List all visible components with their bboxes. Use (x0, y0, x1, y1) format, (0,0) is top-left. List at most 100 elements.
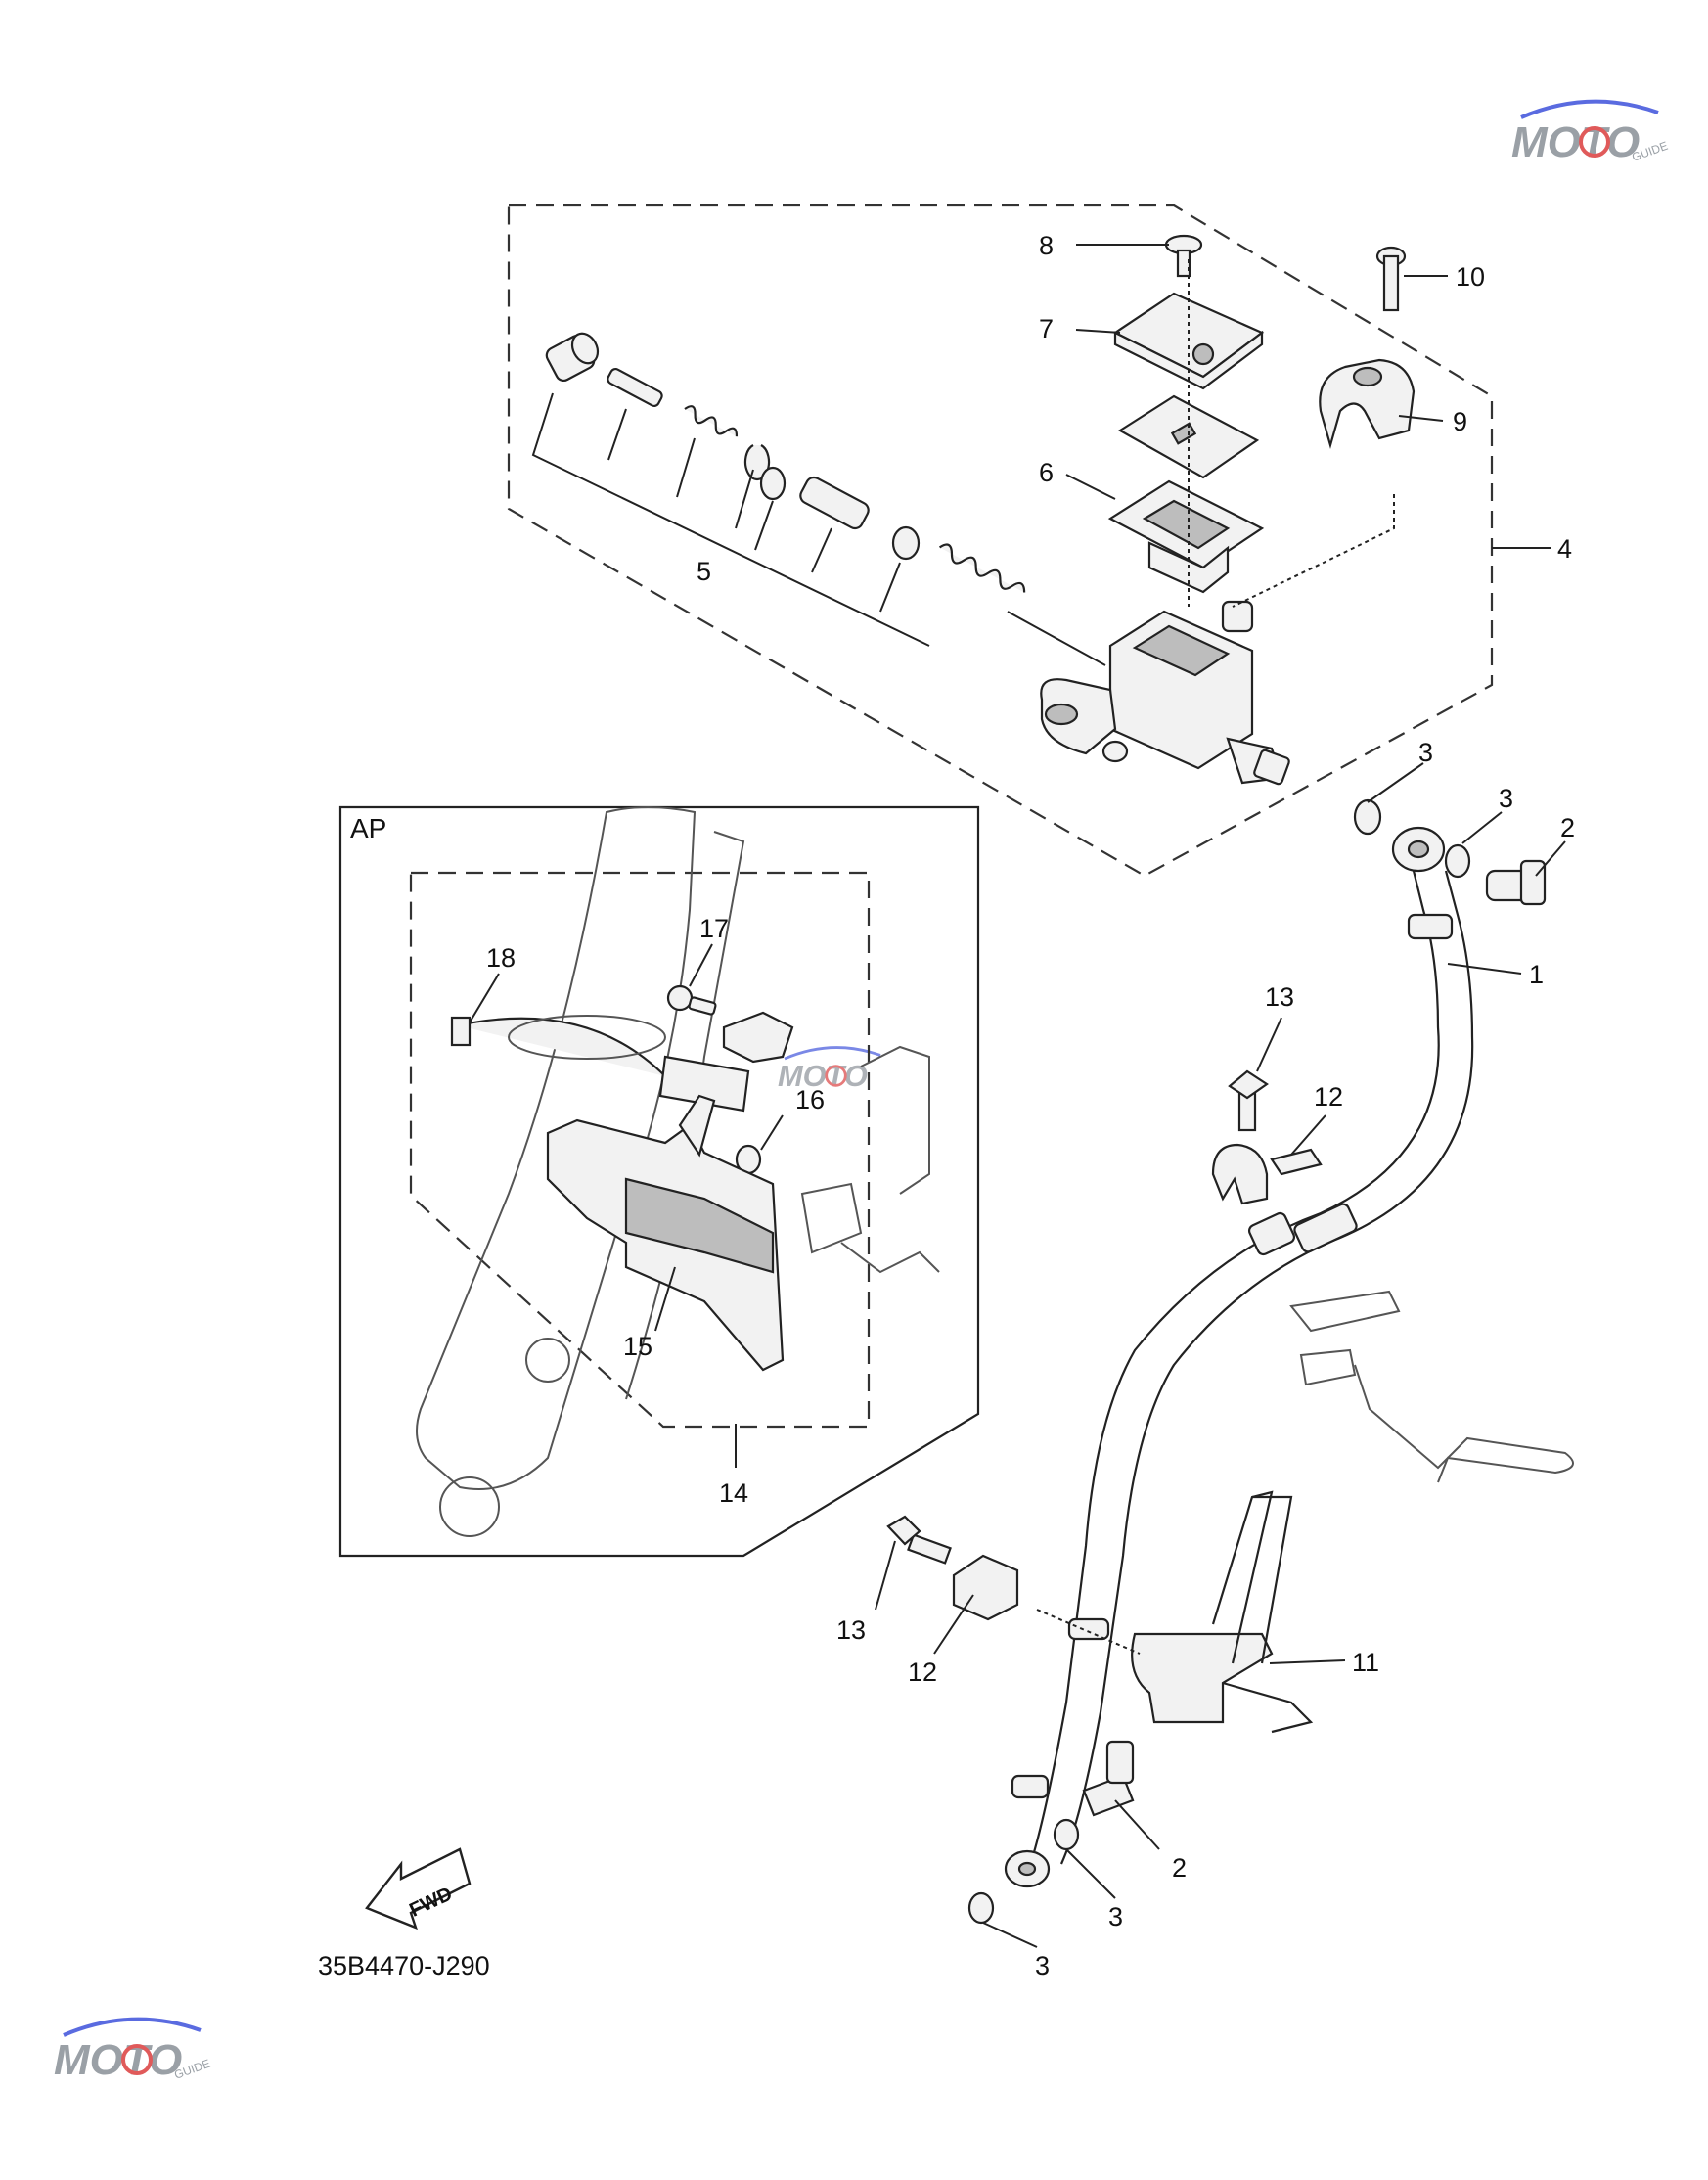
kit-tick (735, 469, 754, 529)
hose-collar-top (1407, 913, 1454, 940)
holder-hole (1352, 366, 1383, 387)
dust-boot-end (570, 332, 600, 365)
callout-5: 5 (697, 557, 711, 586)
push-rod (607, 367, 663, 408)
kit-tick (607, 408, 627, 461)
washer (759, 466, 787, 501)
union-bolt-lower-head (1105, 1740, 1135, 1785)
arrow-icon (365, 1847, 472, 1930)
hose-bracket-11 (1036, 1490, 1314, 1734)
gear-icon (825, 1065, 847, 1087)
hose-joint-sleeve (1293, 1203, 1358, 1253)
callout-17: 17 (699, 914, 729, 943)
callouts: 8 7 6 5 10 9 4 3 3 2 1 13 12 11 2 3 3 13… (486, 231, 1575, 1980)
callout-3b: 3 (1499, 784, 1513, 813)
swoosh-icon (1520, 99, 1659, 119)
ghost-bracket-upper (1289, 1290, 1574, 1483)
hose-guide-lower (886, 1515, 1019, 1621)
piston (799, 476, 870, 530)
guide-bolt-upper-head (1228, 1069, 1269, 1100)
band-clip (450, 1016, 472, 1047)
hose-guide-upper (1211, 1069, 1323, 1205)
ghost-rod (1354, 1364, 1574, 1483)
screw-17-shank (688, 996, 717, 1016)
callout-8: 8 (1039, 231, 1054, 260)
guard-tab (678, 1094, 716, 1158)
swoosh-icon (784, 1046, 881, 1061)
clamp-tab-upper (1270, 1148, 1323, 1176)
watermark-text: MOTO (778, 1059, 868, 1093)
hose-bottom-fittings (967, 1740, 1135, 1925)
hose-clamp-lower (952, 1554, 1019, 1621)
swoosh-icon (63, 2017, 202, 2037)
kit-tick (879, 562, 901, 613)
axle-hole (525, 1338, 570, 1383)
callout-11: 11 (1352, 1648, 1379, 1677)
callout-10: 10 (1456, 262, 1485, 292)
hose-clamp-upper (1211, 1143, 1269, 1205)
ghost-link (840, 1242, 940, 1274)
diaphragm-inner (1142, 499, 1231, 550)
hose-line-1 (1030, 870, 1440, 1860)
callout-7: 7 (1039, 314, 1054, 343)
callout-9: 9 (1453, 407, 1467, 436)
watermark-text: MOTO (54, 2036, 182, 2084)
watermark-top-right: MOTO GUIDE (1511, 99, 1670, 166)
inset-frame (338, 805, 980, 1558)
bracket-arm-3 (1222, 1681, 1314, 1734)
callout-3a: 3 (1418, 738, 1433, 767)
kit-bracket (531, 392, 930, 647)
guard-15 (546, 1118, 785, 1372)
copper-washer-2 (1444, 843, 1471, 879)
watermark-bottom-left: MOTO GUIDE (54, 2017, 212, 2084)
leader-lines (469, 244, 1566, 1948)
diagram-code: 35B4470-J290 (318, 1951, 490, 1980)
plate-pad (658, 1055, 750, 1113)
callout-12b: 12 (908, 1658, 937, 1687)
switch-boss (1221, 600, 1254, 633)
circlip (743, 444, 771, 480)
callout-6: 6 (1039, 458, 1054, 487)
kit-tick (754, 500, 774, 551)
banjo-hole-top (1407, 840, 1430, 859)
mounting-flange (1040, 678, 1117, 755)
brake-hose (1004, 870, 1474, 1888)
gear-icon (121, 2044, 153, 2075)
piston-kit (531, 332, 1106, 666)
ghost-plate (1289, 1290, 1401, 1333)
fork-tube (416, 806, 697, 1490)
union-bolt-top-head (1519, 859, 1547, 906)
hose-line-2 (1059, 870, 1474, 1865)
inset-label: AP (350, 813, 386, 843)
callout-3d: 3 (1035, 1951, 1050, 1980)
return-spring (938, 543, 1026, 593)
gear-icon (1579, 126, 1610, 158)
callout-16: 16 (795, 1085, 825, 1114)
master-cylinder-body (1040, 259, 1290, 786)
watermark-text: MOTO (1511, 118, 1640, 166)
callout-4: 4 (1557, 534, 1572, 564)
small-bracket (722, 1011, 794, 1064)
copper-washer-1 (1353, 798, 1382, 836)
hose-grommet (1067, 1617, 1110, 1641)
bracket-axis (1036, 1609, 1141, 1655)
callout-2a: 2 (1560, 813, 1575, 842)
banjo-hole-bottom (1017, 1861, 1037, 1877)
outlet-nut (1253, 749, 1290, 786)
reservoir-parts (1107, 234, 1265, 594)
callout-2b: 2 (1172, 1853, 1187, 1883)
assembly-boundary-4 (507, 204, 1494, 878)
pivot-boss (1101, 740, 1129, 763)
guard-inner (624, 1177, 775, 1274)
ghost-arm (860, 1045, 930, 1195)
guide-bolt-lower (907, 1533, 952, 1565)
plate-slot (1170, 422, 1197, 445)
copper-washer-4 (967, 1891, 995, 1925)
bracket-body (1131, 1632, 1274, 1724)
copper-washer-3 (1053, 1818, 1080, 1851)
kit-tick (676, 437, 696, 498)
guide-bolt-lower-head (886, 1515, 921, 1546)
callout-14: 14 (719, 1478, 748, 1508)
flange-hole (1044, 703, 1079, 726)
callout-15: 15 (623, 1332, 652, 1361)
